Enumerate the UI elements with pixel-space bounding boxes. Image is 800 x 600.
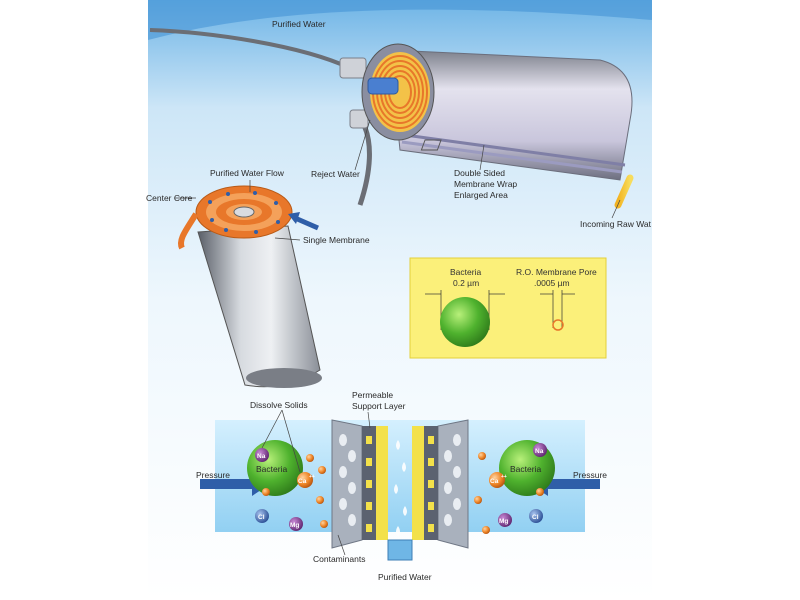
bacteria-left-label: Bacteria — [256, 464, 287, 474]
membrane-wrap-label-2: Membrane Wrap — [454, 179, 517, 189]
left-pores — [339, 434, 356, 526]
ion-cl-left-text: Cl — [258, 514, 265, 521]
ion-mg-left-text: Mg — [290, 522, 299, 529]
contaminants-label: Contaminants — [313, 554, 365, 564]
pore-size-title: R.O. Membrane Pore — [516, 267, 597, 277]
core-tube — [367, 77, 399, 95]
membrane-rings — [370, 52, 430, 132]
pore-size-value: .0005 µm — [534, 278, 570, 288]
water-droplets — [394, 440, 407, 536]
ion-ca-right — [489, 472, 505, 488]
ion-na-left — [255, 448, 269, 462]
cylinder-bottom — [246, 368, 322, 388]
bacteria-right-label: Bacteria — [510, 464, 541, 474]
ion-ca-left-text: Ca — [298, 478, 307, 485]
ion-cl-right-text: Cl — [532, 514, 539, 521]
ion-ca-right-charge: ++ — [501, 474, 507, 480]
bacteria-circle — [440, 297, 490, 347]
pressure-left-label: Pressure — [196, 470, 230, 480]
purified-water-outlet — [387, 539, 413, 561]
size-comparison-box: Bacteria 0.2 µm R.O. Membrane Pore .0005… — [409, 257, 607, 359]
membrane-wrap-label-3: Enlarged Area — [454, 190, 508, 200]
pore-circle — [552, 319, 564, 331]
ion-cl-left — [255, 509, 269, 523]
permeable-label-1: Permeable — [352, 390, 393, 400]
left-support-yellow — [376, 426, 388, 540]
purified-water-top-label: Purified Water — [272, 19, 326, 29]
bacteria-size-value: 0.2 µm — [453, 278, 479, 288]
ion-ca-left — [297, 472, 313, 488]
fitting-top — [339, 57, 367, 79]
housing-stripe-1 — [404, 133, 626, 167]
bacteria-size-title: Bacteria — [450, 267, 481, 277]
spiral-membrane-group — [175, 180, 322, 388]
center-core — [233, 206, 255, 218]
right-support-yellow — [412, 426, 424, 540]
support-notches — [366, 436, 434, 532]
pressure-right-label: Pressure — [573, 470, 607, 480]
ion-cl-right — [529, 509, 543, 523]
ion-mg-right-text: Mg — [499, 518, 508, 525]
membrane-tail — [178, 212, 199, 250]
ro-housing-group — [149, 28, 634, 219]
ion-na-right-text: Na — [535, 448, 544, 455]
inflow-arrowhead — [288, 212, 300, 224]
left-membrane-wall — [331, 419, 363, 549]
comparison-box-bg — [409, 257, 607, 359]
purified-water-flow-label: Purified Water Flow — [210, 168, 285, 178]
ion-na-right — [533, 443, 547, 457]
ion-na-left-text: Na — [257, 453, 266, 460]
incoming-raw-water-label: Incoming Raw Wat — [580, 219, 652, 229]
ion-mg-right — [498, 513, 512, 527]
background-swoosh — [148, 0, 652, 40]
cross-section-group — [200, 409, 600, 561]
permeable-label-2: Support Layer — [352, 401, 406, 411]
right-pores — [444, 434, 461, 526]
membrane-enlarged-marker — [420, 139, 442, 151]
ion-ca-right-text: Ca — [490, 478, 499, 485]
center-core-label: Center Core — [146, 193, 193, 203]
single-membrane-label: Single Membrane — [303, 235, 370, 245]
flow-dots — [208, 191, 280, 234]
ion-mg-left — [289, 517, 303, 531]
inflow-arrow — [294, 215, 319, 231]
ion-ca-left-charge: ++ — [309, 474, 315, 480]
reject-water-label: Reject Water — [311, 169, 360, 179]
membrane-wrap-label-1: Double Sided — [454, 168, 505, 178]
purified-water-bottom-label: Purified Water — [378, 572, 432, 582]
right-membrane-wall — [437, 419, 469, 549]
dissolve-solids-label: Dissolve Solids — [250, 400, 308, 410]
purified-water-tube — [149, 28, 351, 70]
